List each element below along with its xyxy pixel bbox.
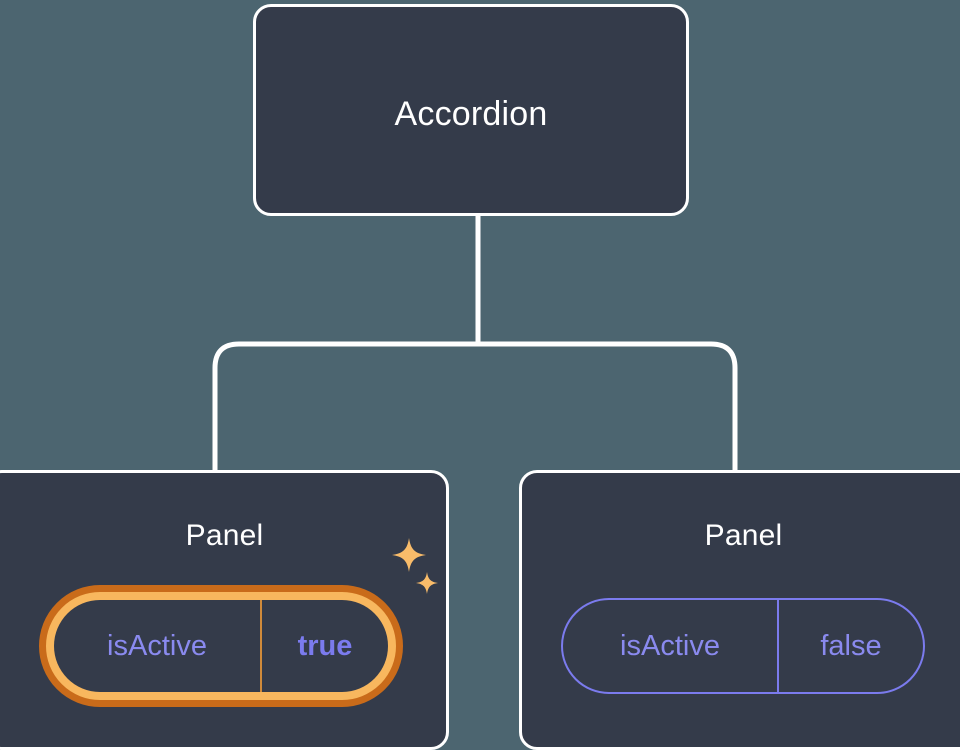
node-accordion[interactable]: Accordion <box>253 4 689 216</box>
connector-branch-bar <box>212 341 738 472</box>
node-panel-left-title: Panel <box>185 519 264 552</box>
prop-pill-divider <box>777 600 779 692</box>
node-accordion-title: Accordion <box>394 95 548 133</box>
component-tree-diagram: Accordion Panel isActive true Panel isAc… <box>0 4 960 750</box>
prop-name-label: isActive <box>620 629 720 662</box>
node-panel-left[interactable]: Panel isActive true <box>0 470 449 750</box>
prop-pill-divider <box>260 600 262 692</box>
prop-name-label: isActive <box>107 629 207 662</box>
node-panel-right-title: Panel <box>704 519 783 552</box>
prop-value-label: true <box>297 629 353 662</box>
prop-pill-isactive-true[interactable]: isActive true <box>39 585 403 707</box>
prop-pill-inner: isActive true <box>54 600 388 692</box>
prop-value-label: false <box>820 629 882 662</box>
prop-pill-isactive-false[interactable]: isActive false <box>561 598 925 694</box>
node-panel-right[interactable]: Panel isActive false <box>519 470 960 750</box>
